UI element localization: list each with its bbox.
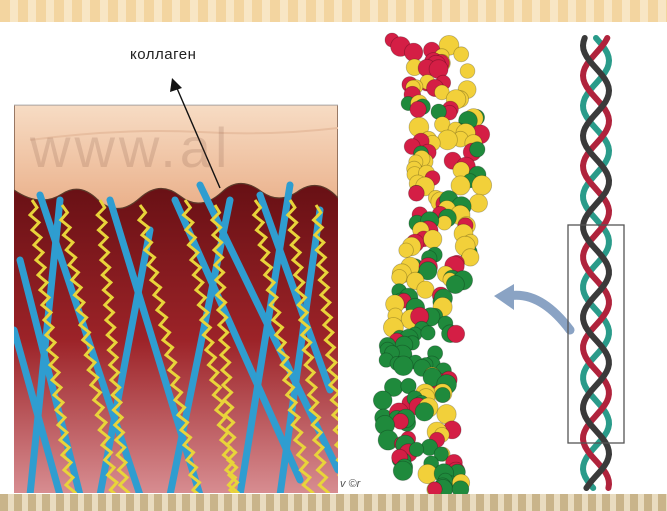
- molecule-bead: [392, 270, 407, 285]
- collagen-molecule-model: [373, 33, 491, 499]
- molecule-bead: [460, 64, 475, 79]
- zoom-arrow: [494, 284, 570, 330]
- watermark-text: www.al: [30, 115, 231, 180]
- molecule-bead: [409, 442, 423, 456]
- molecule-bead: [393, 461, 412, 480]
- molecule-bead: [472, 175, 492, 195]
- molecule-bead: [393, 414, 409, 430]
- triple-helix: [583, 38, 609, 488]
- image-caption: v ©r: [340, 478, 360, 490]
- molecule-bead: [447, 325, 464, 342]
- molecule-bead: [435, 387, 450, 402]
- bottom-decorative-band: [0, 494, 667, 511]
- molecule-bead: [470, 142, 485, 157]
- molecule-bead: [421, 326, 435, 340]
- helix-zoom-box: [568, 225, 624, 443]
- molecule-bead: [438, 130, 458, 150]
- molecule-bead: [417, 281, 434, 298]
- molecule-bead: [415, 403, 434, 422]
- molecule-bead: [469, 194, 487, 212]
- molecule-bead: [409, 185, 425, 201]
- molecule-bead: [437, 216, 451, 230]
- molecule-bead: [454, 47, 469, 62]
- molecule-bead: [399, 243, 414, 258]
- molecule-bead: [394, 356, 414, 376]
- collagen-label: коллаген: [130, 46, 196, 63]
- molecule-bead: [373, 391, 392, 410]
- molecule-bead: [410, 101, 426, 117]
- molecule-bead: [424, 230, 442, 248]
